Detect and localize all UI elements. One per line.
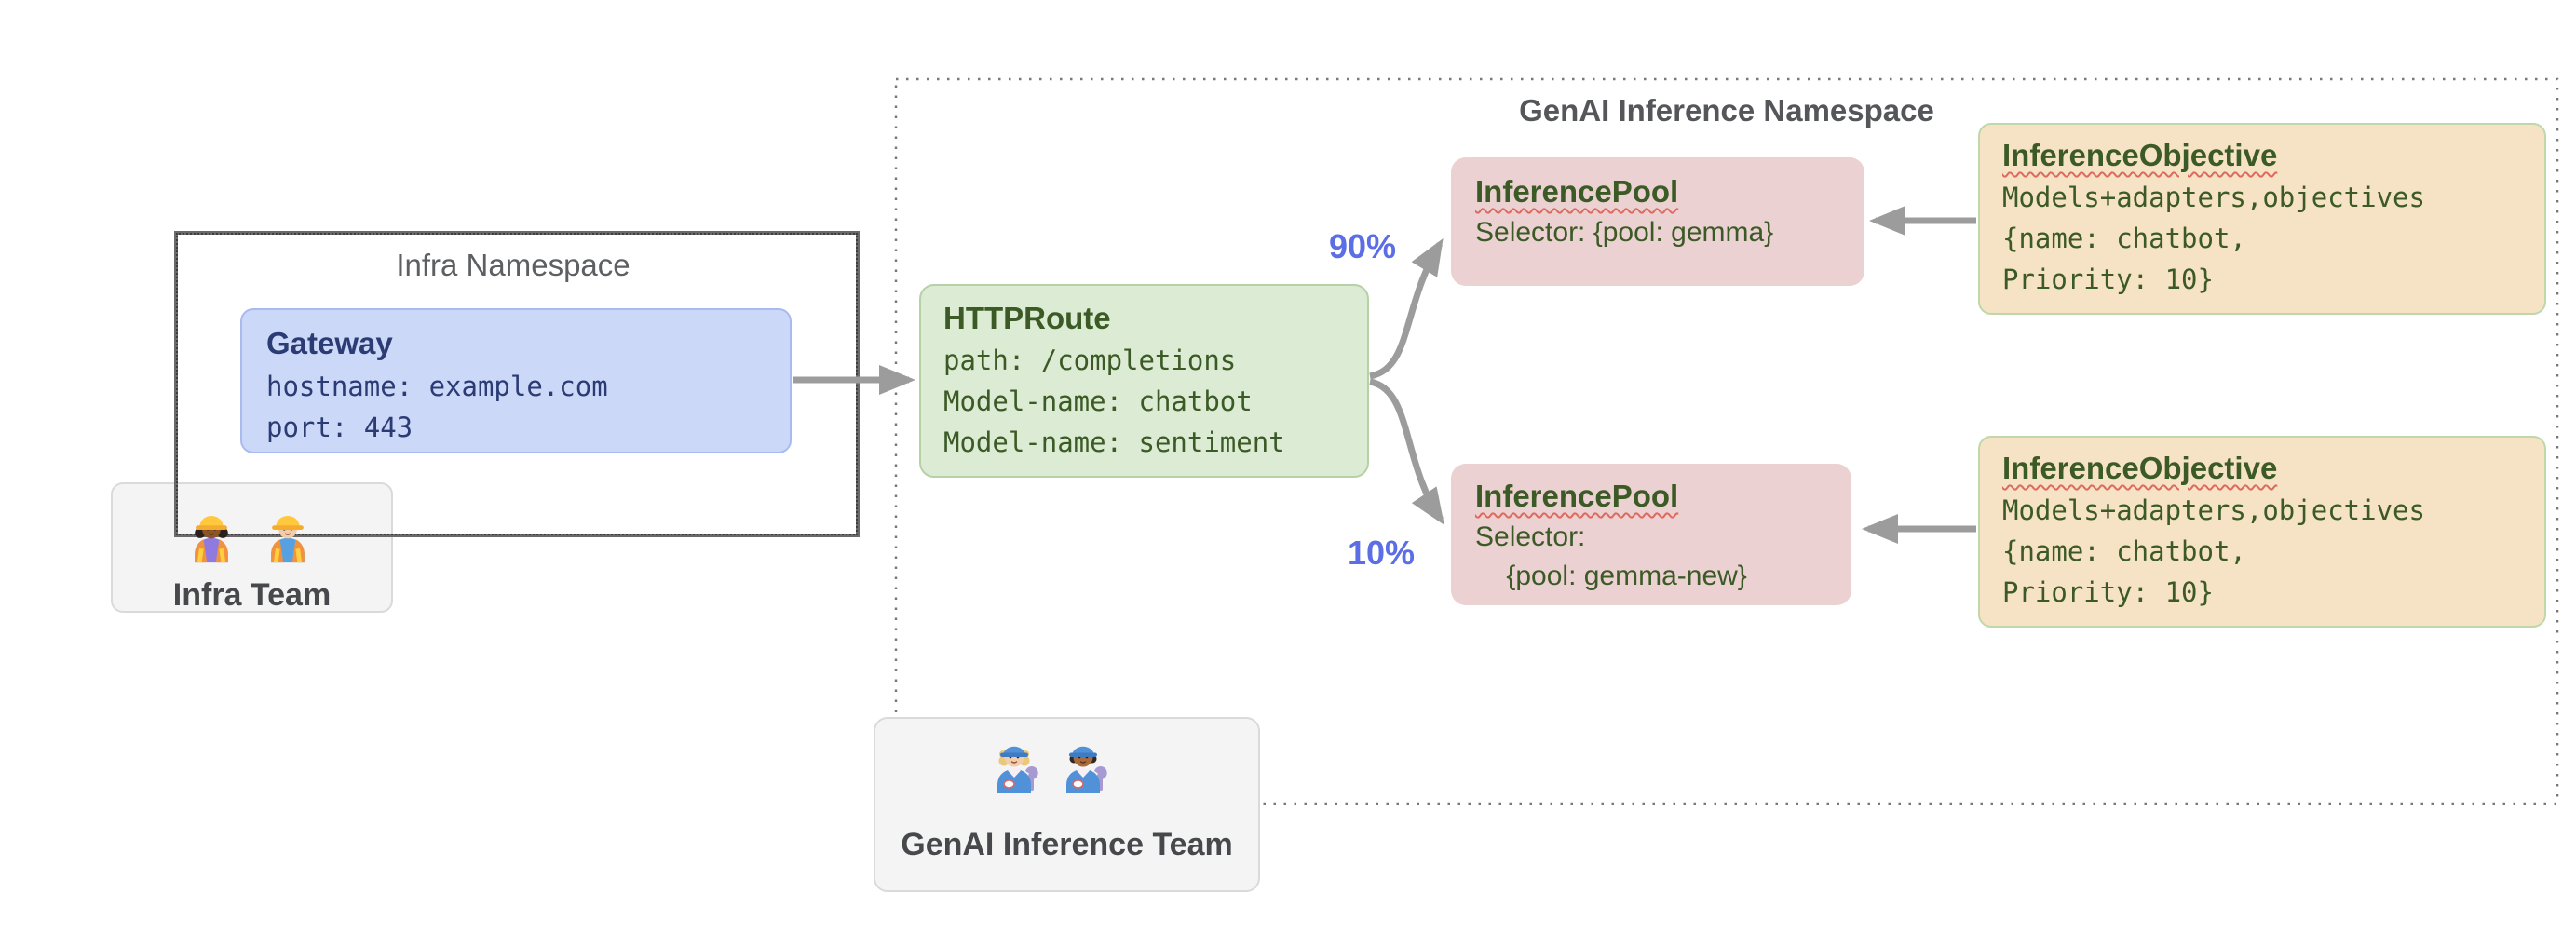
httproute-path-line: path: /completions bbox=[943, 345, 1237, 376]
inference-objective-bottom-line-2: {name: chatbot, bbox=[2002, 535, 2246, 567]
inference-objective-top-title: InferenceObjective bbox=[2002, 138, 2278, 172]
httproute-box: HTTPRoute path: /completions Model-name:… bbox=[919, 284, 1369, 478]
infra-namespace-box bbox=[174, 231, 860, 537]
inference-pool-bottom-selector-line: Selector: bbox=[1475, 521, 1586, 552]
traffic-weight-90: 90% bbox=[1328, 227, 1397, 265]
genai-team-label: GenAI Inference Team bbox=[901, 827, 1233, 862]
gateway-hostname-line: hostname: example.com bbox=[266, 371, 608, 402]
genai-namespace-title: GenAI Inference Namespace bbox=[1519, 93, 1934, 128]
genai-team-content: GenAI Inference Team bbox=[874, 717, 1260, 892]
inference-objective-bottom-box: InferenceObjective Models+adapters,objec… bbox=[1978, 436, 2546, 628]
inference-objective-top-line-1: Models+adapters,objectives bbox=[2002, 182, 2425, 213]
inference-objective-top-line-3: Priority: 10} bbox=[2002, 264, 2214, 295]
infra-team-label: Infra Team bbox=[172, 577, 332, 613]
inference-objective-bottom-title: InferenceObjective bbox=[2002, 451, 2278, 485]
traffic-weight-10: 10% bbox=[1347, 534, 1416, 572]
inference-pool-bottom-title: InferencePool bbox=[1475, 479, 1679, 513]
inference-pool-bottom-box: InferencePool Selector: {pool: gemma-new… bbox=[1451, 464, 1851, 605]
inference-pool-top-selector-line: Selector: {pool: gemma} bbox=[1475, 217, 1774, 248]
inference-pool-top-title: InferencePool bbox=[1475, 174, 1679, 209]
woman-mechanic-emoji bbox=[997, 746, 1038, 793]
infra-team-box bbox=[111, 482, 393, 613]
gateway-port-line: port: 443 bbox=[266, 412, 414, 443]
inference-objective-top-line-2: {name: chatbot, bbox=[2002, 223, 2246, 254]
httproute-model-line-1: Model-name: chatbot bbox=[943, 385, 1253, 417]
man-construction-worker-emoji bbox=[271, 515, 305, 563]
httproute-title: HTTPRoute bbox=[943, 301, 1111, 335]
gateway-title: Gateway bbox=[266, 326, 393, 360]
inference-objective-bottom-line-3: Priority: 10} bbox=[2002, 576, 2214, 608]
route-split-arrow-10 bbox=[1369, 378, 1444, 525]
inference-objective-top-box: InferenceObjective Models+adapters,objec… bbox=[1978, 123, 2546, 315]
infra-namespace-title: Infra Namespace bbox=[396, 248, 630, 282]
inference-objective-bottom-line-1: Models+adapters,objectives bbox=[2002, 494, 2425, 526]
gateway-box: Gateway hostname: example.com port: 443 bbox=[240, 308, 792, 453]
httproute-model-line-2: Model-name: sentiment bbox=[943, 426, 1285, 458]
inference-pool-top-box: InferencePool Selector: {pool: gemma} bbox=[1451, 157, 1864, 286]
woman-construction-worker-emoji bbox=[195, 515, 228, 563]
inference-pool-bottom-selector-value-line: {pool: gemma-new} bbox=[1475, 561, 1747, 591]
infra-team-content: Infra Team bbox=[111, 482, 393, 613]
man-mechanic-emoji bbox=[1066, 746, 1107, 793]
